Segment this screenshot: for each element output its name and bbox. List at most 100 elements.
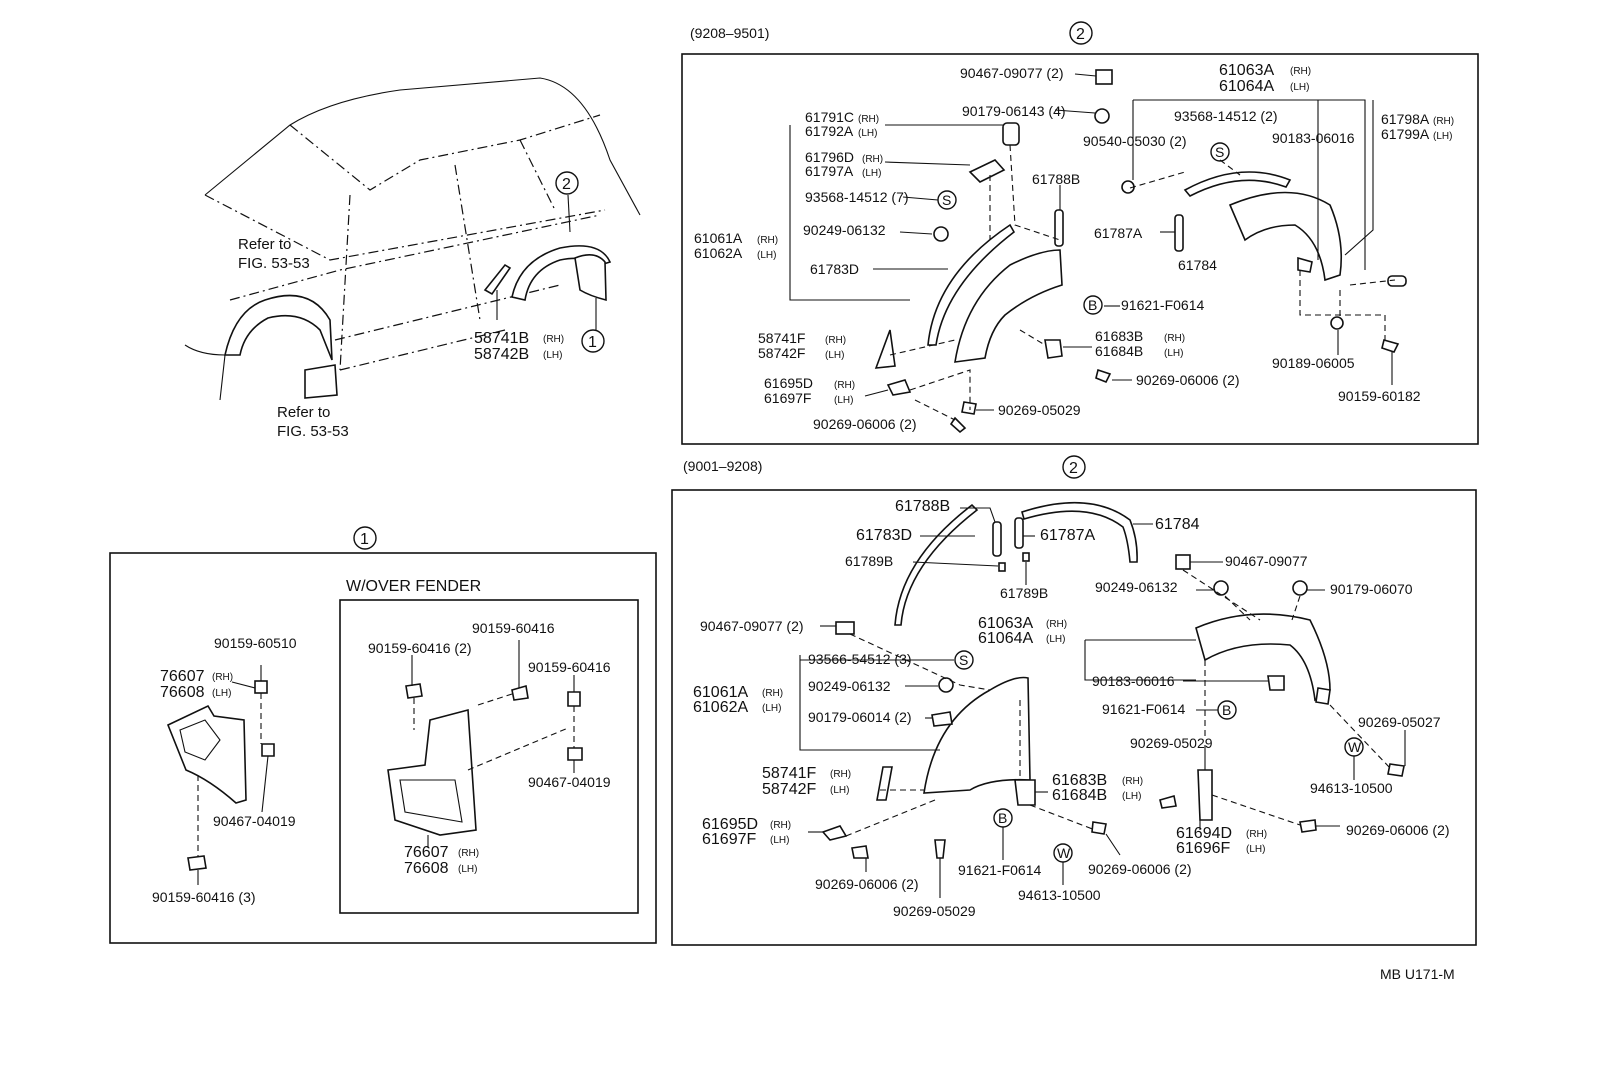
lbl-b-61697f-lh: (LH) bbox=[770, 835, 789, 846]
clip-90183 bbox=[1297, 256, 1313, 273]
lbl-b-61061a: 61061A bbox=[693, 684, 748, 701]
lbl-b-90467-09077-2: 90467-09077 (2) bbox=[700, 618, 804, 634]
lbl-b-61784: 61784 bbox=[1155, 516, 1200, 533]
lbl-b-90269-06006-b: 90269-06006 (2) bbox=[1088, 861, 1192, 877]
lbl-93568-14512-2: 93568-14512 (2) bbox=[1174, 108, 1278, 124]
lbl-b-61694d: 61694D bbox=[1176, 825, 1232, 842]
lbl-61798a: 61798A bbox=[1381, 111, 1430, 127]
lbl-b-61696f-lh: (LH) bbox=[1246, 844, 1265, 855]
mudguard-callout: 1 bbox=[360, 531, 369, 548]
lbl-58742f: 58742F bbox=[758, 345, 805, 361]
bolt-90159-60510 bbox=[254, 680, 268, 694]
clip-90467 bbox=[1095, 69, 1113, 85]
rivet-90269-i bbox=[1387, 763, 1405, 777]
molding-61783d-b bbox=[894, 503, 979, 626]
lbl-b-90269-05027: 90269-05027 bbox=[1358, 714, 1441, 730]
lbl-61791c: 61791C bbox=[805, 109, 854, 125]
lbl-b-61062a-lh: (LH) bbox=[762, 703, 781, 714]
bracket-61695d-b bbox=[821, 825, 848, 841]
lbl-90269-06006-b: 90269-06006 (2) bbox=[813, 416, 917, 432]
splash-58741f-b bbox=[876, 766, 893, 801]
subsection-over-fender-frame bbox=[339, 599, 639, 914]
section-bottom: (9001–9208) 2 S B B W bbox=[671, 455, 1477, 946]
lbl-61791c-rh: (RH) bbox=[858, 114, 879, 125]
section-mudguard-labels: 90159-60510 76607 (RH) 76608 (LH) 90467-… bbox=[152, 620, 611, 905]
section-bottom-frame bbox=[671, 489, 1477, 946]
lbl-b-58742f: 58742F bbox=[762, 781, 816, 798]
rivet-90269-f bbox=[1091, 821, 1107, 835]
lbl-g-90467-04019: 90467-04019 bbox=[213, 813, 296, 829]
lbl-61788b: 61788B bbox=[1032, 171, 1080, 187]
lbl-b-61783d: 61783D bbox=[856, 527, 912, 544]
lbl-61064a: 61064A bbox=[1219, 78, 1274, 95]
lbl-90467-09077: 90467-09077 (2) bbox=[960, 65, 1064, 81]
lbl-b-58742f-lh: (LH) bbox=[830, 785, 849, 796]
lbl-90179-06143: 90179-06143 (4) bbox=[962, 103, 1066, 119]
part-58741b: 58741B bbox=[474, 330, 529, 347]
lbl-b-90179-06070: 90179-06070 bbox=[1330, 581, 1413, 597]
lbl-61063a-rh: (RH) bbox=[1290, 66, 1311, 77]
section-bottom-labels: 61788B 61784 61783D 61787A 61789B 90467-… bbox=[693, 498, 1450, 919]
molding-61788b bbox=[1054, 209, 1064, 247]
lbl-b-90269-06006-a: 90269-06006 (2) bbox=[1346, 822, 1450, 838]
lbl-90189-06005: 90189-06005 bbox=[1272, 355, 1355, 371]
lbl-b-61684b-lh: (LH) bbox=[1122, 791, 1141, 802]
marker-b-bottom-1-label: B bbox=[1222, 702, 1231, 718]
lbl-b-91621-f0614-b: 91621-F0614 bbox=[958, 862, 1042, 878]
lbl-61798a-rh: (RH) bbox=[1433, 116, 1454, 127]
lbl-b-61683b-rh: (RH) bbox=[1122, 776, 1143, 787]
lbl-b-61061a-rh: (RH) bbox=[762, 688, 783, 699]
nut-90467-04019-b bbox=[567, 747, 583, 761]
section-bottom-callout-circle bbox=[1062, 455, 1086, 479]
clip-61798a bbox=[1387, 275, 1407, 287]
lbl-90183-06016: 90183-06016 bbox=[1272, 130, 1355, 146]
rivet-90269-d bbox=[851, 845, 869, 859]
lbl-g-76608-lh: (LH) bbox=[212, 688, 231, 699]
lbl-61695d-rh: (RH) bbox=[834, 380, 855, 391]
section-bottom-range: (9001–9208) bbox=[683, 458, 762, 474]
lbl-g-90159-60510: 90159-60510 bbox=[214, 635, 297, 651]
lbl-b-61064a: 61064A bbox=[978, 630, 1033, 647]
lh-tag: (LH) bbox=[543, 350, 562, 361]
lbl-b-61697f: 61697F bbox=[702, 831, 756, 848]
lbl-b-61789b-a: 61789B bbox=[845, 553, 893, 569]
lbl-b-61063a: 61063A bbox=[978, 615, 1033, 632]
lbl-90540-05030: 90540-05030 (2) bbox=[1083, 133, 1187, 149]
lbl-g-76608-b: 76608 bbox=[404, 860, 449, 877]
lbl-61697f-lh: (LH) bbox=[834, 395, 853, 406]
lbl-b-58741f: 58741F bbox=[762, 765, 816, 782]
nut-90179-b bbox=[1292, 580, 1308, 596]
lbl-b-61787a: 61787A bbox=[1040, 527, 1095, 544]
lbl-g-90159-60416-b: 90159-60416 bbox=[528, 659, 611, 675]
clip-61789b-a bbox=[998, 562, 1006, 572]
lbl-b-61683b: 61683B bbox=[1052, 772, 1107, 789]
lbl-61061a-rh: (RH) bbox=[757, 235, 778, 246]
marker-w-bottom-1-label: W bbox=[1348, 739, 1362, 755]
screw-90249-b bbox=[1213, 580, 1229, 596]
lbl-g-76607: 76607 bbox=[160, 668, 205, 685]
mudguard-76607 bbox=[166, 704, 247, 804]
bolt-90159-60416-3 bbox=[187, 855, 207, 871]
section-top-range: (9208–9501) bbox=[690, 25, 769, 41]
marker-s-top-2-label: S bbox=[1215, 144, 1224, 160]
over-fender-title: W/OVER FENDER bbox=[346, 578, 481, 595]
lbl-b-61695d: 61695D bbox=[702, 816, 758, 833]
lbl-61683b-rh: (RH) bbox=[1164, 333, 1185, 344]
bolt-90159 bbox=[1381, 339, 1400, 353]
overview-labels: Refer to FIG. 53-53 Refer to FIG. 53-53 … bbox=[238, 171, 605, 440]
lbl-61064a-lh: (LH) bbox=[1290, 82, 1309, 93]
lbl-61063a: 61063A bbox=[1219, 62, 1274, 79]
section-mudguard: 1 W/OVER FENDER bbox=[109, 526, 657, 944]
screw-90249 bbox=[933, 226, 949, 242]
lbl-90249-06132: 90249-06132 bbox=[803, 222, 886, 238]
lbl-b-61062a: 61062A bbox=[693, 699, 748, 716]
lbl-61792a: 61792A bbox=[805, 123, 854, 139]
lbl-b-91621-f0614-a: 91621-F0614 bbox=[1102, 701, 1186, 717]
lbl-b-61064a-lh: (LH) bbox=[1046, 634, 1065, 645]
section-top-frame bbox=[681, 53, 1479, 445]
molding-61788b-b bbox=[992, 521, 1002, 557]
lbl-g-90467-04019-b: 90467-04019 bbox=[528, 774, 611, 790]
lbl-61695d: 61695D bbox=[764, 375, 813, 391]
lbl-93568-14512-7: 93568-14512 (7) bbox=[805, 189, 909, 205]
callout-1: 1 bbox=[588, 334, 597, 351]
